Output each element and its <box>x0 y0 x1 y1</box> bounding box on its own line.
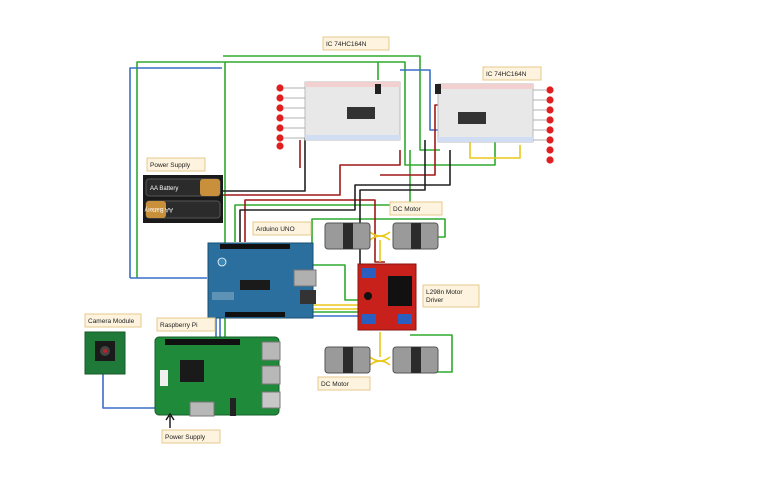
labels: IC 74HC164N IC 74HC164N Power Supply Ard… <box>84 36 542 444</box>
usb-port <box>293 269 317 287</box>
wire-red-2 <box>244 199 385 263</box>
gpio-header <box>165 339 240 345</box>
arduino-header-top <box>220 244 290 249</box>
wires <box>102 55 521 409</box>
wire-yellow-motor-top <box>369 231 391 241</box>
label-dc-motor-top: DC Motor <box>393 206 422 213</box>
led-array-left <box>276 84 305 150</box>
heatsink <box>388 276 412 306</box>
wire-green-motor-top <box>311 218 446 260</box>
camera-module <box>84 331 126 375</box>
battery-pack: AA Battery AA Battery <box>143 175 223 223</box>
battery-top-label: AA Battery <box>150 186 178 192</box>
label-raspberry-pi: Raspberry Pi <box>160 322 198 329</box>
label-dc-motor-bottom: DC Motor <box>321 381 350 388</box>
ethernet-port <box>261 391 281 409</box>
pi-cpu <box>180 360 204 382</box>
pi-board <box>154 336 280 416</box>
arduino-uno <box>207 242 317 319</box>
battery-bottom-label: AA Battery <box>145 206 173 212</box>
label-ic-left: IC 74HC164N <box>326 41 367 48</box>
wire-blue-camera <box>102 372 165 409</box>
wire-green-driver-left <box>312 264 358 301</box>
label-l298n: L298n Motor Driver <box>426 289 464 304</box>
wire-green-mid <box>234 150 411 242</box>
power-arrow-icon <box>165 412 175 428</box>
led-array-right <box>533 86 554 164</box>
label-l298n-line2: Driver <box>426 297 444 304</box>
hdmi-port <box>189 401 215 417</box>
wire-yellow-right-ic <box>469 140 521 159</box>
dc-motor-top <box>324 222 439 250</box>
wire-red-1 <box>222 150 401 196</box>
wire-green-top-4 <box>223 55 440 151</box>
label-arduino: Arduino UNO <box>256 226 295 233</box>
ic-chip-right <box>458 112 486 124</box>
dc-motor-bottom <box>324 346 439 374</box>
label-power-supply-bottom: Power Supply <box>165 434 206 441</box>
wire-green-top-1 <box>136 61 226 278</box>
wire-blue-left-loop <box>129 67 222 278</box>
ic-chip-left <box>347 107 375 119</box>
breadboard-right <box>435 83 534 143</box>
label-ic-right: IC 74HC164N <box>486 71 527 78</box>
wire-yellow-motor-bottom <box>369 356 391 366</box>
wire-green-top-2 <box>225 61 379 80</box>
label-l298n-line1: L298n Motor <box>426 289 463 296</box>
usb-port-2 <box>261 365 281 385</box>
wire-black-1 <box>222 138 306 192</box>
barrel-jack <box>300 290 316 304</box>
breadboard-left <box>304 81 401 141</box>
wire-black-2 <box>239 150 451 242</box>
label-power-supply-top: Power Supply <box>150 162 191 169</box>
atmega-chip <box>240 280 270 290</box>
l298n-driver <box>357 263 417 331</box>
label-camera: Camera Module <box>88 318 135 325</box>
wire-green-motor-bottom <box>410 334 453 373</box>
arduino-header-bottom <box>225 312 285 317</box>
raspberry-pi <box>154 336 281 417</box>
usb-port-1 <box>261 341 281 361</box>
